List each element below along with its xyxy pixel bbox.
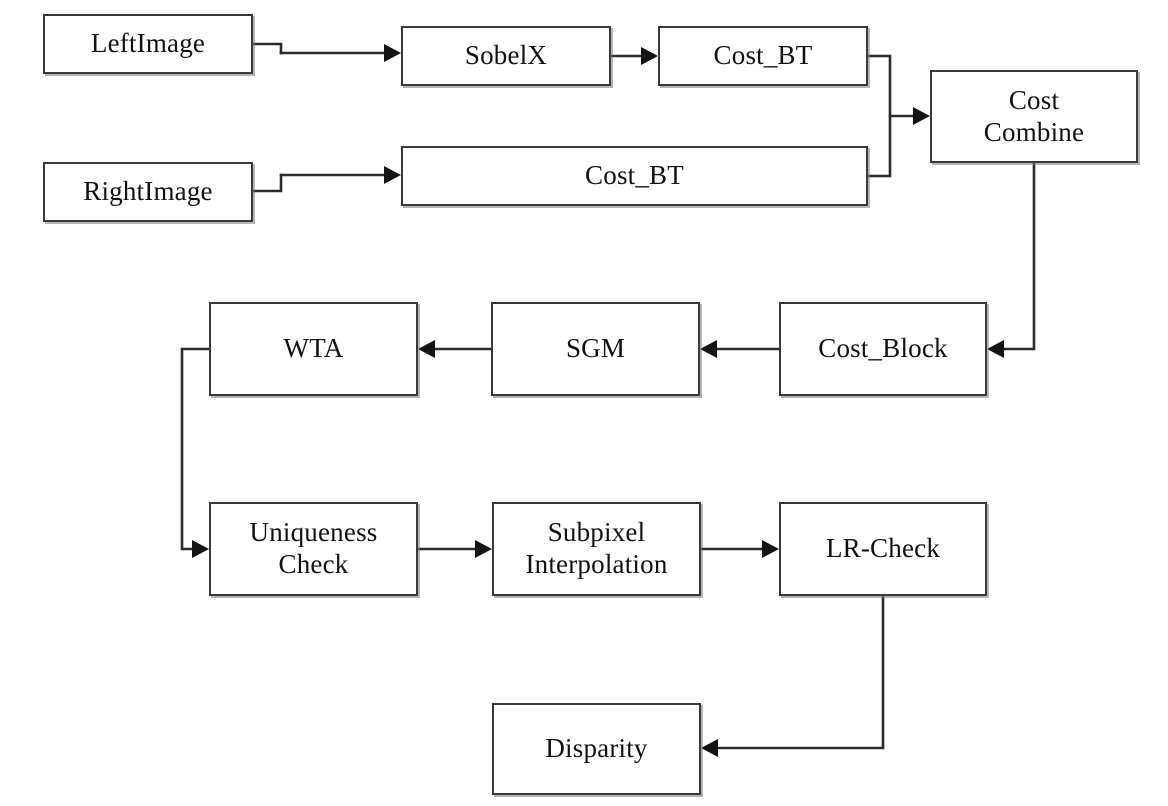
node-cost_bt_bot[interactable]: Cost_BT: [401, 146, 868, 206]
node-sgm-label: SGM: [565, 333, 626, 364]
node-uniqueness[interactable]: Uniqueness Check: [209, 502, 418, 596]
edge-wta-to-uniqueness: [180, 347, 211, 551]
arrowhead-uniq-to-subpixel: [475, 540, 492, 558]
arrowhead-wta-to-uniqueness: [192, 540, 209, 558]
node-lr_check[interactable]: LR-Check: [779, 502, 987, 596]
edge-left-to-bus: [251, 42, 283, 55]
node-right_image[interactable]: RightImage: [43, 162, 253, 222]
arrowhead-sgm-to-wta: [418, 340, 435, 358]
node-disparity-label: Disparity: [545, 733, 648, 764]
node-left_image-label: LeftImage: [90, 28, 206, 59]
node-sgm[interactable]: SGM: [491, 302, 700, 396]
node-right_image-label: RightImage: [83, 176, 213, 207]
node-subpixel-label: Subpixel Interpolation: [525, 517, 668, 579]
arrowhead-block-to-sgm: [700, 340, 717, 358]
node-subpixel[interactable]: Subpixel Interpolation: [492, 502, 701, 596]
arrowhead-sobelx-to-cost-bt: [641, 47, 658, 65]
edge-combine-to-block: [993, 161, 1036, 351]
node-sobelx-label: SobelX: [464, 40, 548, 71]
arrowhead-cost-bt-top-join: [913, 107, 930, 125]
node-wta[interactable]: WTA: [209, 302, 418, 396]
arrowhead-lr-to-disparity: [701, 739, 718, 757]
node-cost_bt_top[interactable]: Cost_BT: [658, 26, 868, 86]
node-cost_block-label: Cost_Block: [818, 333, 948, 364]
node-cost_bt_bot-label: Cost_BT: [585, 160, 684, 191]
arrowhead-combine-to-block: [987, 340, 1004, 358]
node-left_image[interactable]: LeftImage: [43, 14, 253, 74]
arrowhead-bus-to-sobelx: [384, 44, 401, 62]
arrowhead-subpixel-to-lr: [762, 540, 779, 558]
node-wta-label: WTA: [283, 333, 344, 364]
node-sobelx[interactable]: SobelX: [401, 26, 611, 86]
edge-lr-to-disparity: [707, 594, 885, 750]
node-cost_bt_top-label: Cost_BT: [713, 40, 813, 71]
node-cost_combine[interactable]: Cost Combine: [930, 70, 1138, 163]
node-disparity[interactable]: Disparity: [492, 703, 701, 795]
node-cost_block[interactable]: Cost_Block: [779, 302, 987, 396]
node-uniqueness-label: Uniqueness Check: [249, 517, 378, 579]
arrowhead-bus-to-cost-bt-bot: [384, 166, 401, 184]
node-lr_check-label: LR-Check: [825, 533, 941, 564]
edge-right-to-bus: [251, 173, 283, 193]
edge-cost-bt-top-join: [866, 54, 924, 118]
node-cost_combine-label: Cost Combine: [983, 84, 1085, 147]
edge-cost-bt-bot-join: [866, 114, 892, 178]
